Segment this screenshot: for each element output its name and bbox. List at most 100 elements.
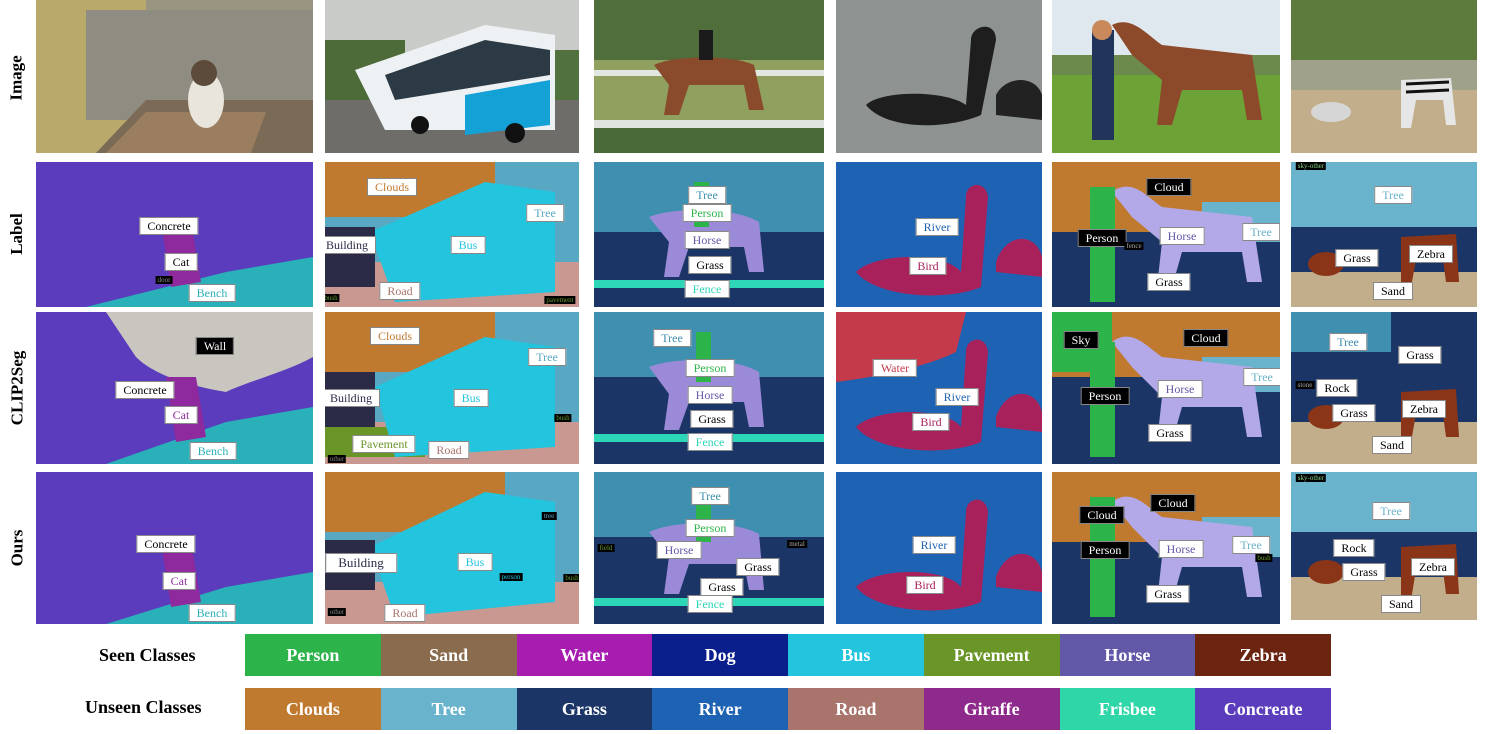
mask-label: Bird: [906, 576, 944, 594]
ours-girl-horse: Cloud Cloud Person Horse Tree Grass bush: [1052, 472, 1280, 624]
mask-label: Tree: [1242, 223, 1280, 241]
label-horse: Tree Person Horse Grass Fence: [594, 162, 824, 307]
mask-label: Bench: [188, 284, 236, 302]
mask-label: River: [915, 218, 959, 236]
mask-label: Sand: [1381, 595, 1421, 613]
mask-label: Zebra: [1402, 400, 1446, 418]
mask-label: bush: [1255, 554, 1273, 562]
seen-dog-swatch: Dog: [652, 634, 788, 676]
mask-label: Bus: [453, 389, 489, 407]
ours-zebra: sky-other Tree Rock Grass Zebra Sand: [1291, 472, 1477, 620]
row-label-image: Image: [7, 54, 27, 101]
image-zebra: [1291, 0, 1477, 153]
mask-label: Tree: [688, 186, 726, 204]
mask-label: Cat: [164, 406, 198, 424]
unseen-giraffe-swatch: Giraffe: [923, 688, 1060, 730]
mask-label: Person: [682, 204, 732, 222]
seen-horse-swatch: Horse: [1059, 634, 1196, 676]
clip2seg-bus: Clouds Tree Building Bus Pavement Road b…: [325, 312, 579, 464]
mask-label: Building: [325, 553, 397, 573]
mask-label: Cat: [162, 572, 196, 590]
mask-label: Horse: [1158, 540, 1204, 558]
mask-label: Tree: [528, 348, 566, 366]
mask-label: metal: [787, 540, 807, 548]
mask-label: Tree: [526, 204, 564, 222]
seen-bus-swatch: Bus: [788, 634, 924, 676]
mask-label: Bird: [912, 413, 950, 431]
mask-label: Person: [685, 519, 735, 537]
clip2seg-girl-horse: Sky Cloud Horse Tree Person Grass: [1052, 312, 1280, 464]
mask-label: Tree: [1329, 333, 1367, 351]
mask-label: Grass: [688, 256, 732, 274]
label-girl-horse: Cloud Person fence Horse Tree Grass: [1052, 162, 1280, 307]
mask-label: River: [935, 388, 979, 406]
mask-label: Person: [1080, 541, 1130, 559]
mask-label: Cat: [164, 253, 198, 271]
ours-swan: River Bird: [836, 472, 1042, 624]
mask-label: Grass: [1342, 563, 1386, 581]
mask-label: Cloud: [1079, 506, 1125, 524]
mask-label: Person: [1077, 229, 1127, 247]
mask-label: Grass: [1332, 404, 1376, 422]
mask-label: Cloud: [1183, 329, 1229, 347]
mask-label: Bird: [909, 257, 947, 275]
row-label-ours: Ours: [7, 529, 26, 566]
mask-label: bush: [563, 574, 579, 582]
unseen-classes-title: Unseen Classes: [85, 697, 202, 717]
mask-label: Sand: [1373, 282, 1413, 300]
mask-label: Bus: [450, 236, 486, 254]
mask-label: Fence: [687, 433, 733, 451]
mask-label: person: [499, 573, 523, 581]
mask-label: Cloud: [1146, 178, 1192, 196]
ours-cat: Concrete Cat Bench: [36, 472, 313, 624]
unseen-clouds-swatch: Clouds: [245, 688, 381, 730]
image-cat: [36, 0, 313, 153]
mask-label: pavement: [544, 296, 576, 304]
mask-label: Concrete: [139, 217, 199, 235]
mask-label: Bench: [189, 442, 237, 460]
mask-label: Bench: [188, 604, 236, 622]
mask-label: Clouds: [369, 327, 421, 345]
mask-label: Rock: [1333, 539, 1375, 557]
unseen-road-swatch: Road: [788, 688, 924, 730]
mask-label: Grass: [1335, 249, 1379, 267]
mask-label: Road: [428, 441, 470, 459]
mask-label: Person: [685, 359, 735, 377]
mask-label: Water: [872, 359, 918, 377]
mask-label: sky-other: [1295, 162, 1327, 170]
mask-label: Horse: [656, 541, 702, 559]
seen-person-swatch: Person: [245, 634, 381, 676]
mask-label: Cloud: [1150, 494, 1196, 512]
unseen-tree-swatch: Tree: [380, 688, 517, 730]
unseen-concreate-swatch: Concreate: [1195, 688, 1331, 730]
mask-label: Rock: [1316, 379, 1358, 397]
mask-label: stone: [1295, 381, 1315, 389]
mask-label: Zebra: [1409, 245, 1453, 263]
seen-sand-swatch: Sand: [380, 634, 517, 676]
mask-label: Tree: [691, 487, 729, 505]
mask-label: Sky: [1063, 331, 1099, 349]
mask-label: Bus: [457, 553, 493, 571]
label-bus: Clouds Tree Building Bus Road bush pavem…: [325, 162, 579, 307]
ours-bus: Building Bus Road person bush other tree: [325, 472, 579, 624]
mask-label: Grass: [1146, 585, 1190, 603]
mask-label: Wall: [195, 337, 235, 355]
label-cat: Concrete Cat Bench door: [36, 162, 313, 307]
mask-label: Person: [1080, 387, 1130, 405]
row-label-clip2seg: CLIP2Seg: [7, 350, 26, 425]
label-swan: River Bird: [836, 162, 1042, 307]
unseen-frisbee-swatch: Frisbee: [1059, 688, 1196, 730]
clip2seg-horse: Tree Person Horse Grass Fence: [594, 312, 824, 464]
mask-label: door: [155, 276, 173, 284]
mask-label: Building: [325, 389, 381, 407]
mask-label: Grass: [1398, 346, 1442, 364]
mask-label: Grass: [1147, 273, 1191, 291]
image-bus: [325, 0, 579, 153]
mask-label: Pavement: [352, 435, 416, 453]
mask-label: Tree: [653, 329, 691, 347]
mask-label: tree: [541, 512, 557, 520]
label-zebra: sky-other Tree Grass Zebra Sand: [1291, 162, 1477, 307]
mask-label: fence: [1124, 242, 1144, 250]
